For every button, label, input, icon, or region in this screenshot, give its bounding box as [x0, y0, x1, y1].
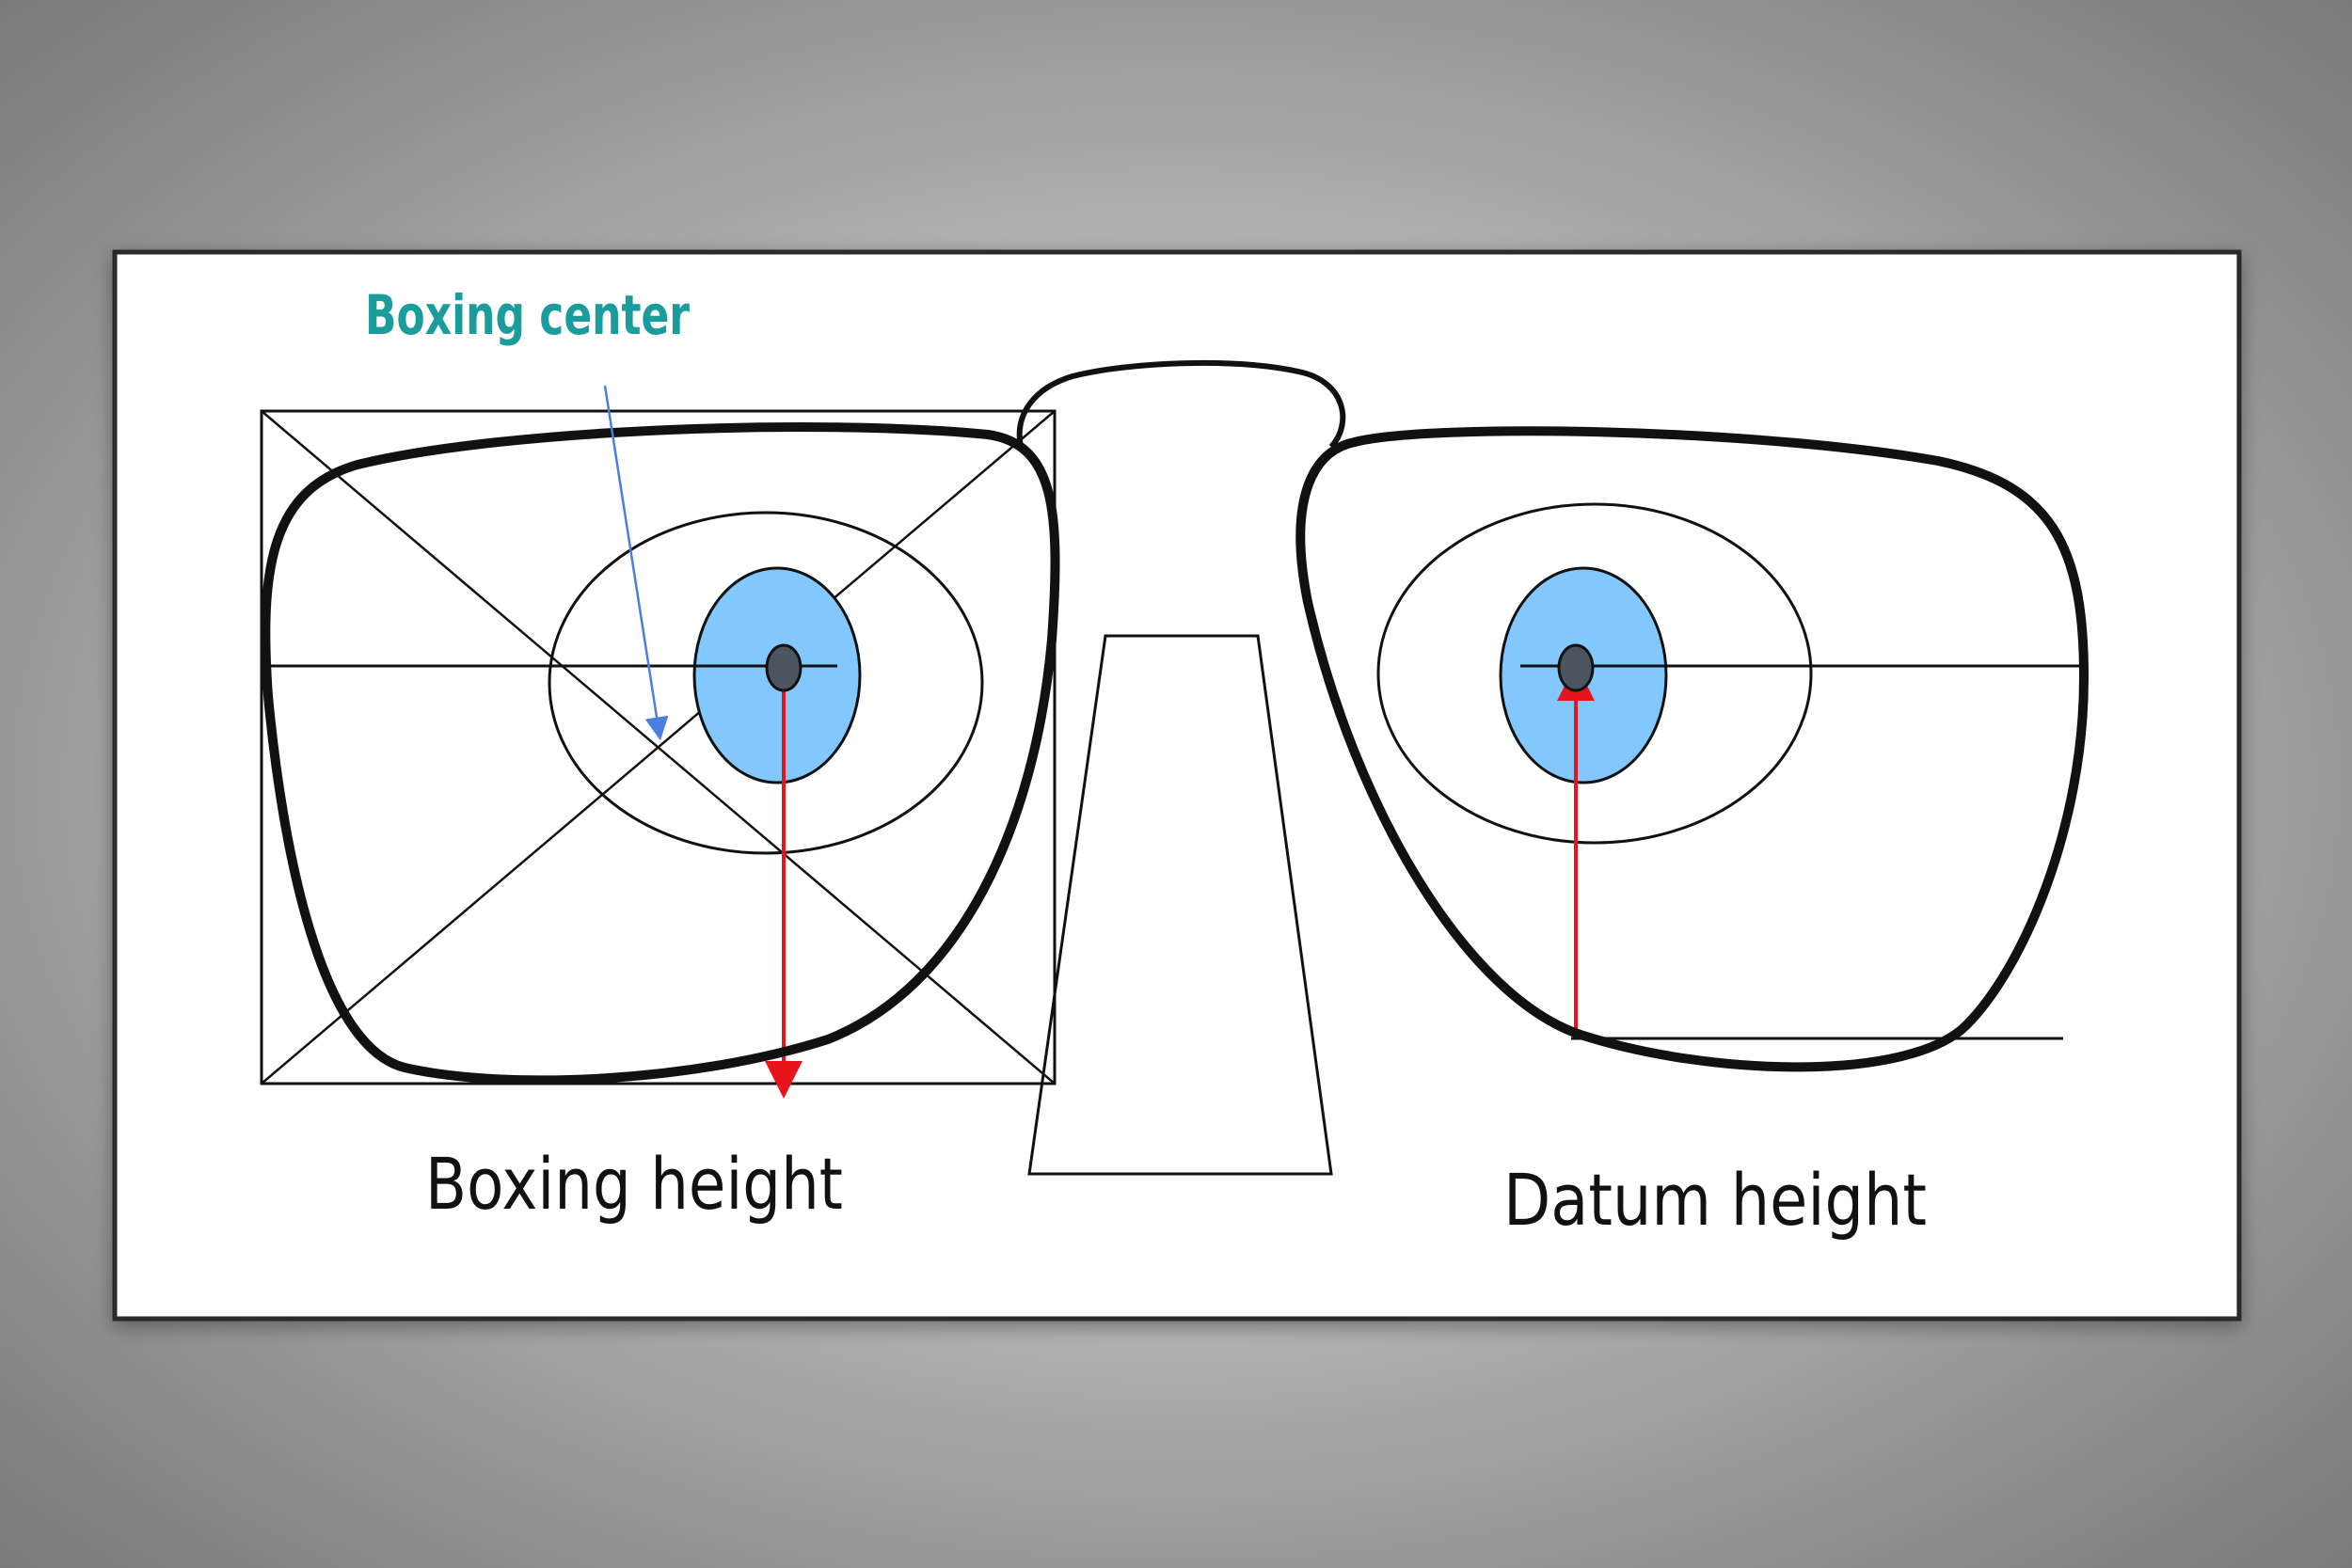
right-eye-outline	[1376, 502, 1813, 845]
bridge	[1016, 359, 1346, 450]
right-pupil	[1557, 643, 1595, 692]
boxing-center-label: Boxing center	[365, 283, 690, 347]
boxing-rectangle	[260, 409, 1057, 1085]
boxing-center-pointer	[603, 385, 669, 741]
left-eye-outline	[548, 511, 984, 855]
left-pupil	[765, 643, 803, 692]
boxing-height-label: Boxing height	[425, 1142, 843, 1226]
right-lens-frame	[1295, 426, 2090, 1072]
datum-height-label: Datum height	[1503, 1158, 1927, 1242]
diagram-panel	[112, 249, 2242, 1322]
boxing-diagonal-2	[261, 410, 1056, 1085]
left-lens-frame	[261, 422, 1060, 1085]
